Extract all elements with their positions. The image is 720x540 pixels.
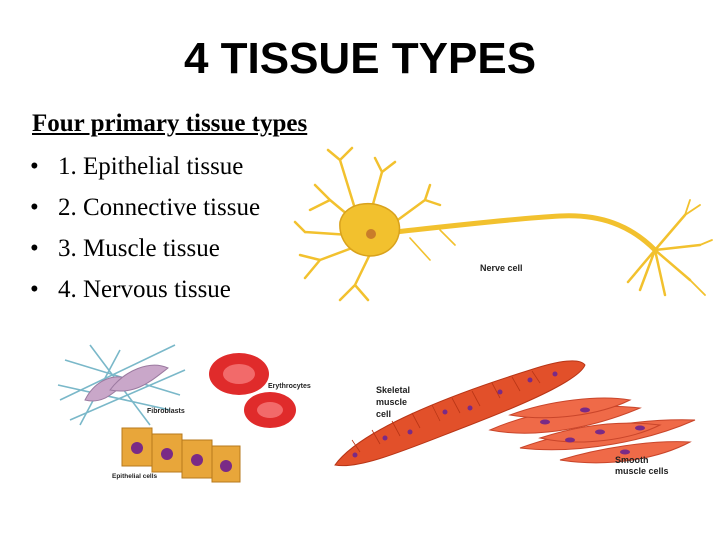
muscle-striations xyxy=(351,370,541,453)
list-item-text: 4. Nervous tissue xyxy=(58,276,231,303)
bullet: • xyxy=(30,194,39,221)
epithelial-cells-illustration xyxy=(121,427,241,483)
smooth-label-line: Smooth xyxy=(615,455,649,465)
muscle-nuclei xyxy=(352,371,558,458)
list-item: • 2. Connective tissue xyxy=(30,187,260,228)
smooth-muscle-nuclei xyxy=(540,407,645,455)
slide-title: 4 TISSUE TYPES xyxy=(183,34,537,83)
erythrocyte-center xyxy=(257,402,283,418)
list-item-text: 1. Epithelial tissue xyxy=(58,153,244,180)
erythrocyte-center xyxy=(223,364,255,384)
skeletal-label-line: Skeletal xyxy=(376,385,410,395)
fibroblast-cell xyxy=(109,364,169,392)
list-item: • 3. Muscle tissue xyxy=(30,228,260,269)
list-item-text: 3. Muscle tissue xyxy=(58,235,220,262)
list-item: • 4. Nervous tissue xyxy=(30,269,260,310)
list-item-text: 2. Connective tissue xyxy=(58,194,261,221)
section-heading: Four primary tissue types xyxy=(32,110,308,137)
bullet: • xyxy=(30,276,39,303)
tissue-list: • 1. Epithelial tissue • 2. Connective tis… xyxy=(30,146,260,310)
smooth-muscle-label: Smooth muscle cells xyxy=(615,455,669,476)
epithelial-cells-label: Epithelial cells xyxy=(112,473,158,480)
skeletal-label-line: cell xyxy=(376,409,391,419)
list-item: • 1. Epithelial tissue xyxy=(30,146,260,187)
bullet: • xyxy=(30,235,39,262)
smooth-muscle-illustration xyxy=(488,397,696,464)
skeletal-muscle-fiber xyxy=(334,360,586,467)
nerve-cell-label: Nerve cell xyxy=(480,263,523,273)
skeletal-label: Skeletal muscle cell xyxy=(376,385,413,419)
nerve-cell-illustration xyxy=(293,146,713,302)
smooth-label-line: muscle cells xyxy=(615,466,669,476)
fibroblasts-label: Fibroblasts xyxy=(147,408,185,415)
skeletal-label-line: muscle xyxy=(376,397,407,407)
bullet: • xyxy=(30,153,39,180)
neuron-nucleus xyxy=(366,229,376,239)
erythrocytes-label: Erythrocytes xyxy=(268,383,311,390)
